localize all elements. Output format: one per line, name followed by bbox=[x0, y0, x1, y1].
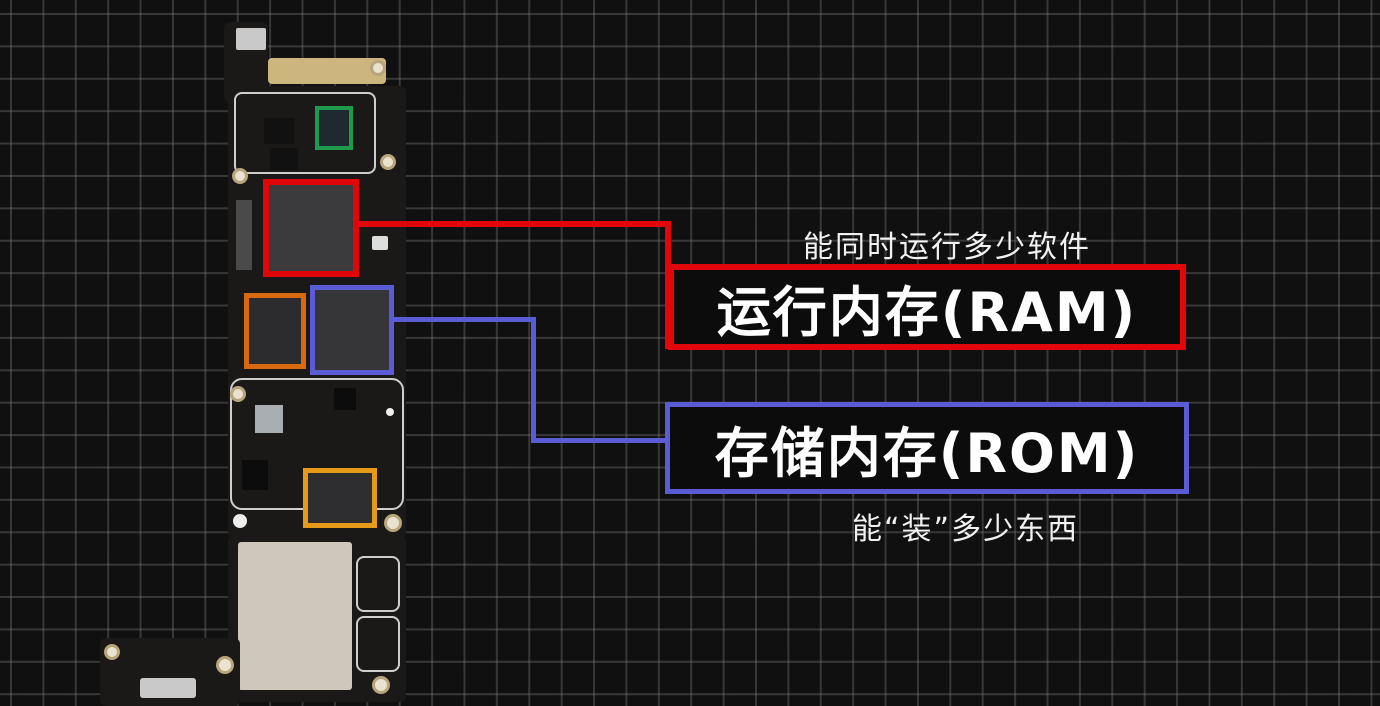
rom-subtitle: 能“装”多少东西 bbox=[852, 512, 1080, 547]
rom-connector-line bbox=[531, 438, 671, 443]
component bbox=[255, 405, 283, 433]
silk-outline bbox=[234, 92, 376, 174]
processor-ram-chip bbox=[263, 179, 359, 277]
screw-hole bbox=[232, 168, 248, 184]
screw-hole bbox=[104, 644, 120, 660]
usb-connector bbox=[140, 678, 196, 698]
sim-card-tray bbox=[238, 542, 352, 690]
storage-rom-chip bbox=[310, 285, 394, 375]
screw-hole bbox=[372, 676, 390, 694]
silk-outline bbox=[356, 616, 400, 672]
test-point bbox=[233, 514, 247, 528]
screw-hole bbox=[370, 60, 386, 76]
ram-connector-line bbox=[359, 221, 671, 227]
screw-hole bbox=[384, 514, 402, 532]
board-connector bbox=[236, 200, 252, 270]
test-point bbox=[386, 408, 394, 416]
component bbox=[242, 460, 268, 490]
ram-label-box: 运行内存(RAM) bbox=[668, 264, 1186, 350]
silk-outline bbox=[356, 556, 400, 612]
gold-bracket bbox=[268, 58, 386, 84]
rom-connector-line bbox=[531, 317, 536, 443]
screw-hole bbox=[216, 656, 234, 674]
screw-hole bbox=[230, 386, 246, 402]
rom-label-box: 存储内存(ROM) bbox=[665, 402, 1189, 494]
top-connector bbox=[236, 28, 266, 50]
rom-title: 存储内存(ROM) bbox=[714, 421, 1140, 485]
rom-connector-line bbox=[394, 317, 534, 322]
ram-subtitle: 能同时运行多少软件 bbox=[803, 230, 1091, 265]
ram-title: 运行内存(RAM) bbox=[716, 280, 1138, 344]
screw-hole bbox=[380, 154, 396, 170]
modem-chip bbox=[303, 468, 377, 528]
component bbox=[334, 388, 356, 410]
component bbox=[372, 236, 388, 250]
sensor-chip bbox=[315, 106, 353, 150]
component bbox=[264, 118, 294, 144]
pmic-chip bbox=[244, 293, 306, 369]
component bbox=[270, 148, 298, 170]
